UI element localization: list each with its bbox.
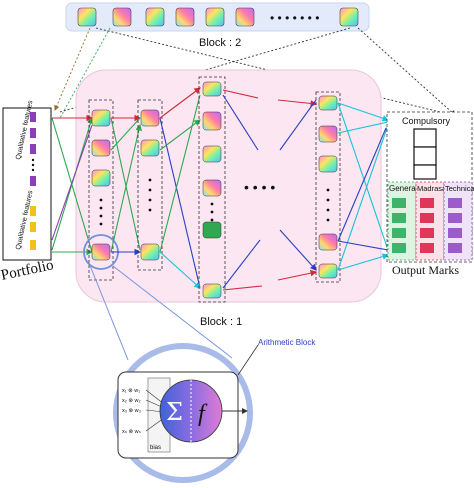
arith-block-label: Arithmetic Block [258,338,316,347]
output-connections [337,102,390,271]
block2-label: Block : 2 [199,37,241,49]
output-marks-label: Output Marks [392,263,459,277]
layer4-nodes [318,95,338,279]
layer1-nodes [91,109,111,261]
madrasah-label: Madrasah [417,184,450,193]
block1-label: Block : 1 [200,316,242,328]
arith-bias-label: bias [150,445,161,451]
arith-label-pointer [237,344,259,376]
zoom-lines [88,262,233,361]
layer1-box [88,99,114,281]
general-group: General [387,181,418,261]
middle-dots: • • • • [244,179,275,195]
technical-label: Technical [445,184,474,193]
layer3-box [198,76,226,303]
madrasah-group: Madrasah [415,181,450,261]
input-connections [51,114,94,256]
general-label: General [389,184,418,193]
input-x2: x₂ ⊗ w₂ [122,398,141,404]
input-x1: x₁ ⊗ w₁ [122,388,140,394]
block2-nodes [77,7,359,27]
layer3-connections [222,89,263,291]
block2-ellipsis: • • • • • • • [270,11,319,25]
layer3-nodes [202,81,222,299]
layer1-connections [110,114,142,256]
input-x3: x₃ ⊗ w₃ [122,408,141,414]
layer4-box [315,91,341,283]
sigma-symbol: Σ [166,398,183,426]
portfolio-label: Portfolio [0,257,55,284]
layer2-nodes [140,109,160,261]
layer4-incoming [277,99,318,281]
layer2-box [137,99,163,271]
compulsory-cells [413,128,437,180]
input-xn: xₙ ⊗ wₙ [122,429,142,435]
portfolio-features [30,112,36,250]
technical-group: Technical [443,181,474,261]
layer2-connections [159,87,201,289]
f-symbol: f [198,401,208,427]
portfolio-box [2,107,52,261]
arith-inputs: x₁ ⊗ w₁ x₂ ⊗ w₂ x₃ ⊗ w₃ xₙ ⊗ wₙ [122,388,142,435]
compulsory-label: Compulsory [402,116,451,126]
